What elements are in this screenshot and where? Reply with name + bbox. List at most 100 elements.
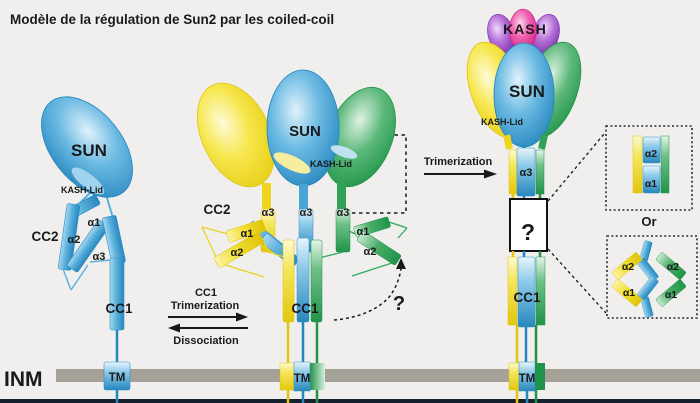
- forward-arrowhead-icon: [236, 312, 248, 322]
- tm-label: TM: [109, 372, 126, 384]
- inset-alpha1-block: [642, 165, 661, 194]
- question-arrowhead-icon: [396, 258, 406, 269]
- dashed-hint-line: [352, 134, 407, 214]
- bottom-border: [0, 399, 700, 403]
- inset-alpha2-right-label: α2: [667, 261, 679, 273]
- kash-lid-label: KASH-Lid: [310, 159, 352, 169]
- cc1-stripe-green: [535, 256, 546, 326]
- alpha2-helix: [57, 203, 81, 271]
- question-mark: ?: [393, 293, 405, 315]
- cc2-label: CC2: [31, 229, 58, 244]
- cc1-label: CC1: [105, 301, 132, 316]
- helix-linker: [70, 264, 89, 291]
- inset-alpha2-left-label: α2: [622, 261, 634, 273]
- cc1-trimer-intermediate: SUN KASH-Lid α3 α3 α3 CC2 α1 α2: [197, 69, 408, 403]
- helix-linker: [201, 226, 218, 260]
- reaction-cc1-label: CC1: [195, 287, 217, 299]
- kash-lid-label: KASH-Lid: [481, 117, 523, 127]
- inset-callout-line-bottom: [547, 248, 607, 314]
- alpha2-label-yellow: α2: [231, 247, 244, 259]
- kash-lid-flap: [273, 152, 311, 174]
- sun2-trimer-final: KASH SUN KASH-Lid α3 ? CC1: [466, 8, 582, 403]
- alpha3-label: α3: [93, 251, 106, 263]
- unknown-region-label: ?: [521, 219, 535, 245]
- kash-label: KASH: [503, 21, 547, 37]
- alpha1-helix-yellow: [226, 219, 266, 243]
- stem-green: [337, 183, 346, 212]
- inset-option-parallel: α2 α1: [605, 125, 693, 211]
- inset-alpha2-block: [642, 136, 661, 164]
- sun2-monomer: SUN KASH-Lid CC2 α1 α2 α3 CC1 TM: [31, 96, 133, 403]
- membrane-bar: [56, 369, 700, 382]
- stem-blue: [299, 184, 308, 212]
- alpha2-helix-green: [356, 230, 402, 266]
- alpha3-stripe-blue: [516, 147, 536, 197]
- inset-alpha1-left-label: α1: [623, 287, 635, 299]
- unknown-region-box: [509, 198, 548, 252]
- helix-linker: [388, 221, 408, 229]
- trimerization-arrowhead-icon: [484, 169, 497, 179]
- sun-domain-shape: [41, 96, 133, 198]
- alpha3-stripe-green: [535, 149, 545, 195]
- helix-linker: [351, 260, 399, 277]
- inset-alpha1-right-label: α1: [665, 289, 677, 301]
- cc1-trimerization-reaction: CC1 Trimerization Dissociation: [168, 287, 248, 347]
- alpha2-label-green: α2: [364, 246, 377, 258]
- alpha3-label-yellow: α3: [262, 207, 275, 219]
- alpha3-label-green: α3: [337, 207, 350, 219]
- inset-stripe-green: [660, 135, 670, 194]
- sun-label: SUN: [71, 141, 107, 160]
- tm-box-green: [310, 363, 325, 390]
- helix-linker: [318, 251, 344, 259]
- inset-alpha2-label: α2: [645, 148, 657, 160]
- inset-alpha2-green: [655, 252, 687, 280]
- cc2-helices-green: [348, 216, 408, 277]
- kash-lid-label: KASH-Lid: [61, 185, 103, 195]
- kash-lid-flap: [330, 145, 358, 159]
- helix-linker: [201, 226, 229, 235]
- cc1-label: CC1: [291, 301, 318, 316]
- reaction-forward-label: Trimerization: [171, 300, 240, 312]
- helix-linker: [89, 259, 111, 263]
- stem-yellow: [262, 183, 271, 212]
- neck-green: [538, 134, 548, 150]
- alpha3-label-blue: α3: [300, 207, 313, 219]
- cc2-label: CC2: [203, 202, 230, 217]
- inset-alpha1-yellow: [611, 279, 643, 307]
- cc2-helices: [57, 194, 126, 291]
- alpha1-label-yellow: α1: [241, 228, 254, 240]
- tm-label: TM: [519, 373, 536, 385]
- cc2-helices-yellow: [201, 219, 269, 278]
- alpha1-label-green: α1: [357, 226, 370, 238]
- tm-stripe-yellow: [508, 362, 520, 391]
- alpha3-label: α3: [520, 167, 533, 179]
- trimerization-label: Trimerization: [424, 156, 493, 168]
- alpha2-helix-yellow: [213, 232, 265, 268]
- alpha2-label: α2: [68, 234, 81, 246]
- inset-stripe-yellow: [632, 135, 643, 194]
- cc1-stripe-yellow: [507, 256, 518, 326]
- sun-head-yellow: [197, 82, 275, 188]
- helix-linker: [62, 268, 72, 291]
- or-separator-label: Or: [641, 214, 656, 229]
- figure-title: Modèle de la régulation de Sun2 par les …: [10, 12, 334, 27]
- inset-alpha2-yellow: [611, 252, 643, 280]
- helix-linker: [397, 227, 408, 239]
- tm-box-yellow: [279, 362, 295, 391]
- inset-callout-line-top: [547, 133, 605, 202]
- alpha3-stripe-yellow: [508, 149, 518, 195]
- neck-yellow: [503, 134, 513, 150]
- trimerization-reaction: Trimerization: [424, 156, 497, 179]
- alpha1-label: α1: [88, 217, 101, 229]
- backward-arrowhead-icon: [168, 323, 180, 333]
- inset-alpha1-green: [655, 279, 687, 307]
- tm-label: TM: [294, 373, 311, 385]
- kash-lid-flap: [71, 167, 105, 195]
- inset-option-antiparallel: α2 α1 α2 α1: [606, 235, 698, 319]
- membrane-label: INM: [4, 368, 43, 391]
- inset-alpha1-label: α1: [645, 178, 657, 190]
- sun-label: SUN: [289, 123, 321, 140]
